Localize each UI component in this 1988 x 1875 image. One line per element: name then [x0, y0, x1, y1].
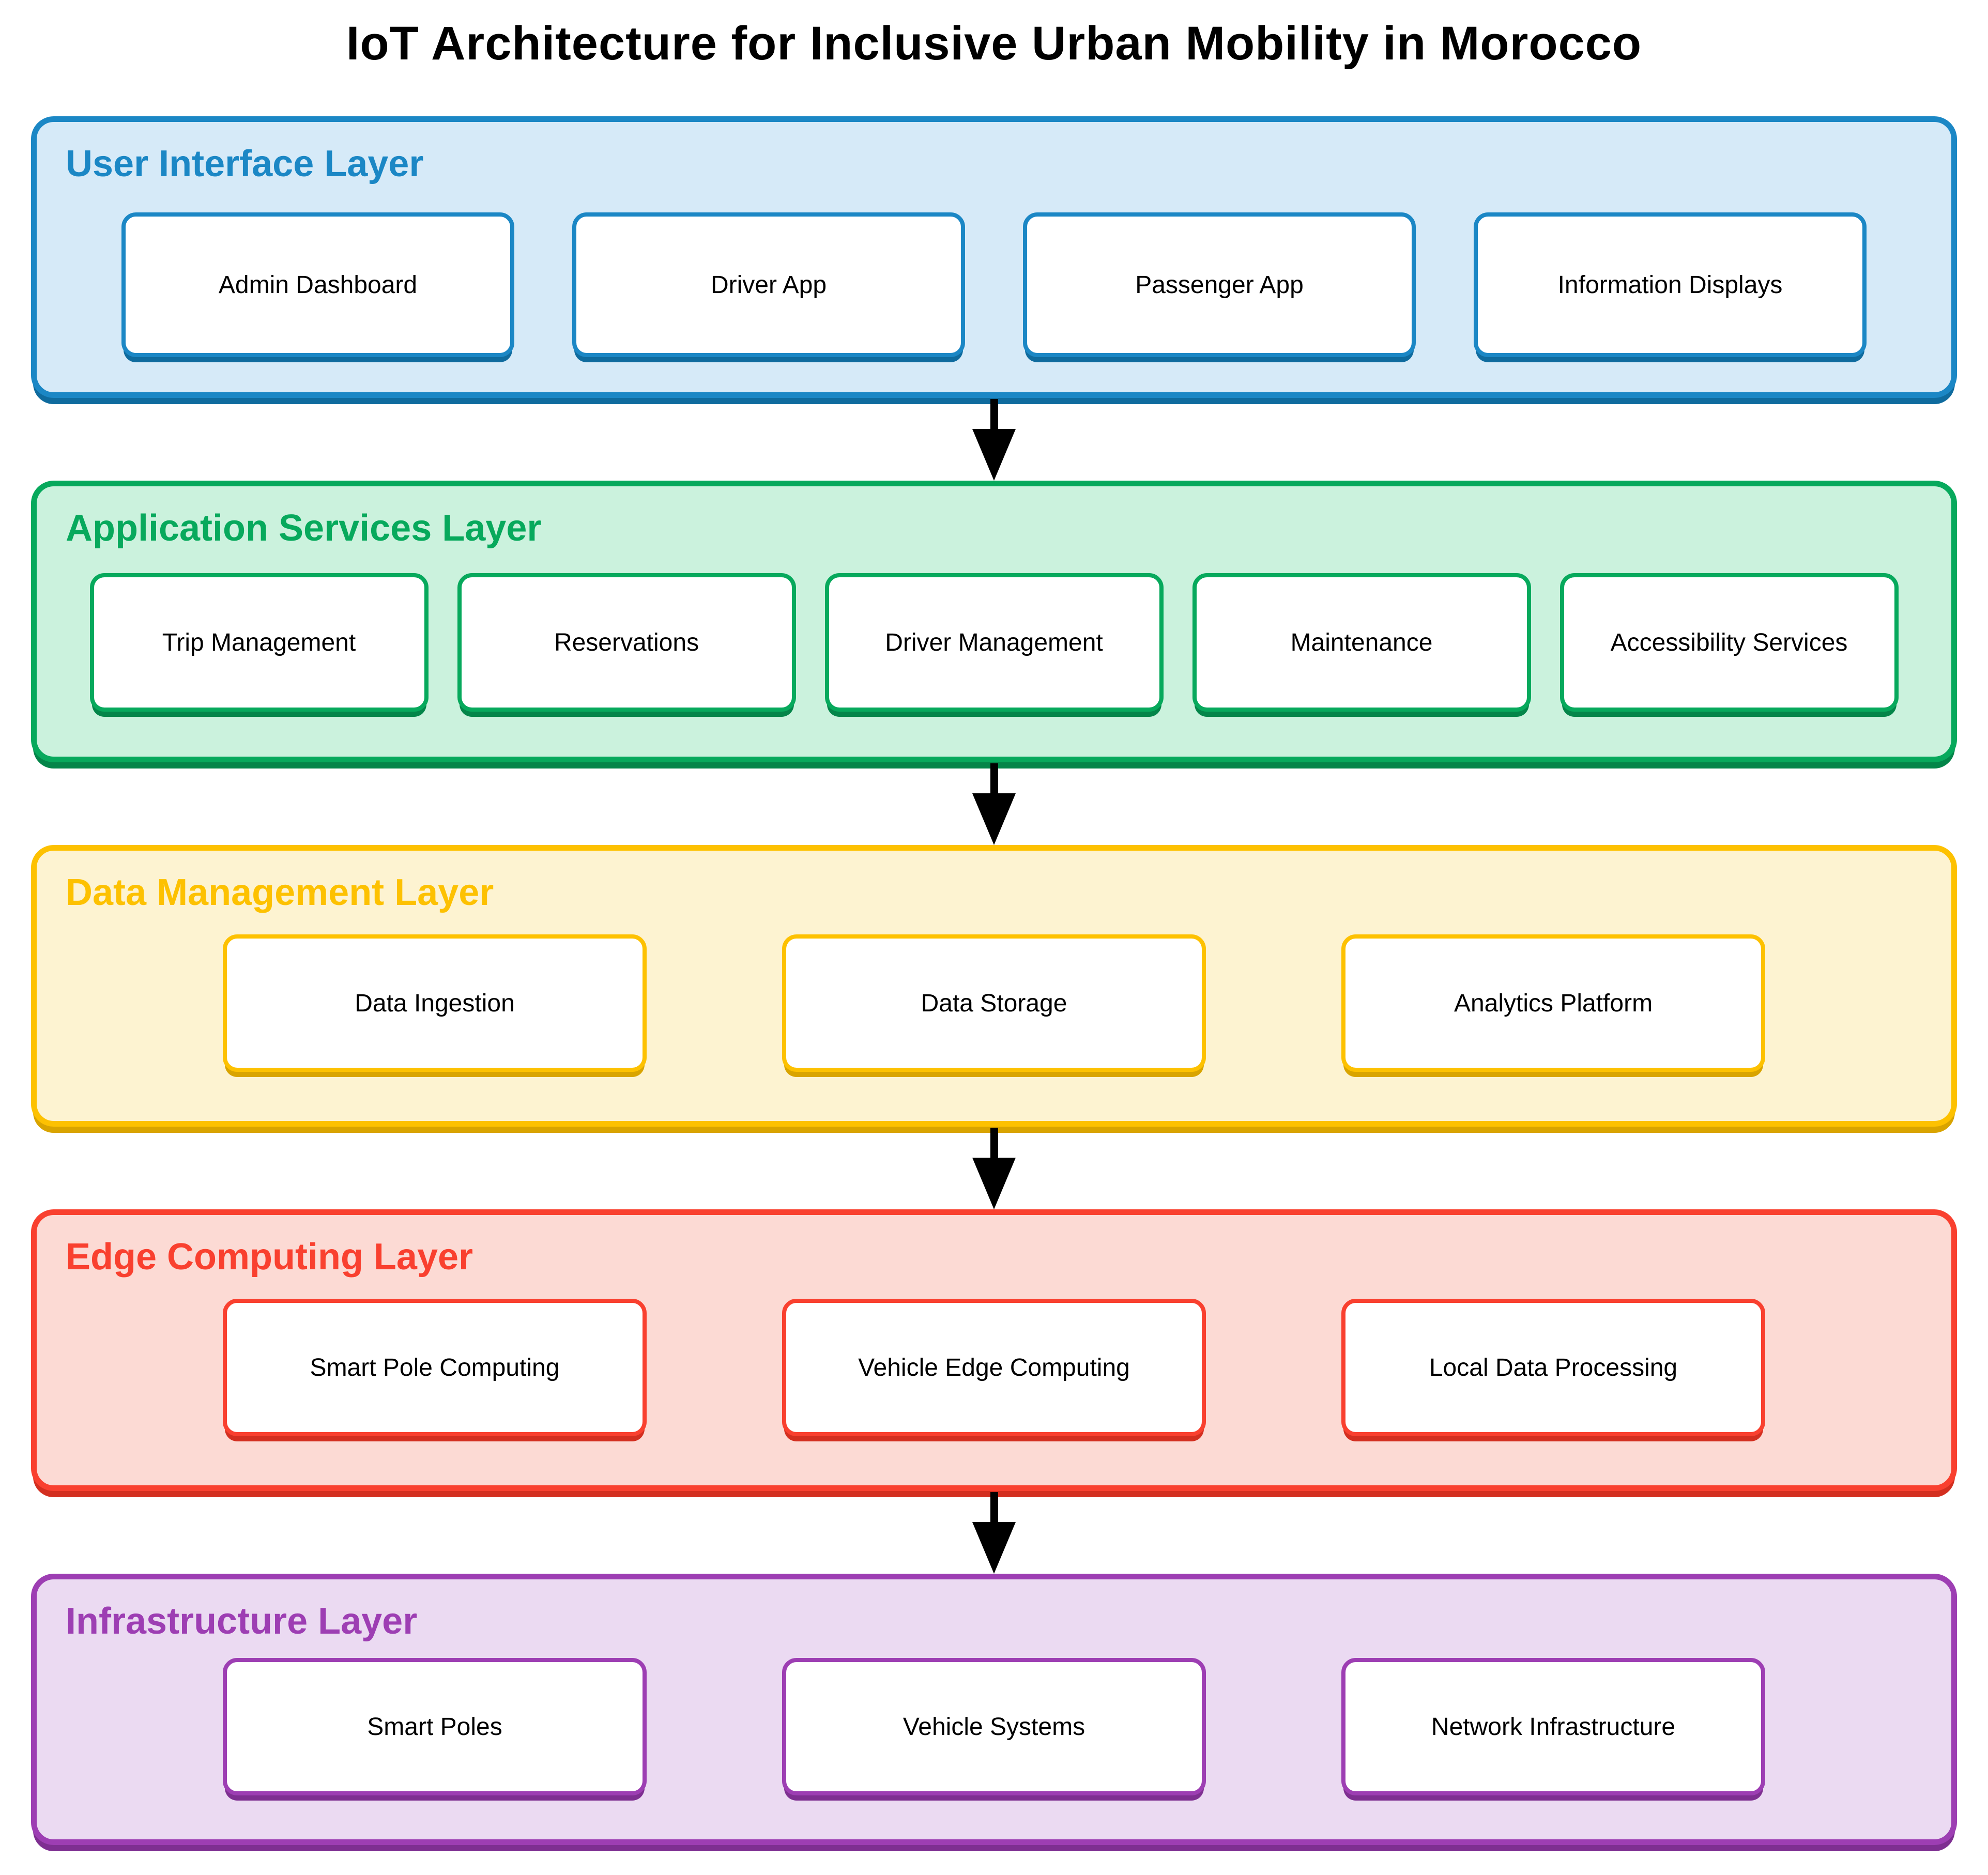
node-data-storage: Data Storage	[782, 934, 1206, 1072]
node-maintenance: Maintenance	[1192, 573, 1531, 712]
diagram-title: IoT Architecture for Inclusive Urban Mob…	[346, 17, 1642, 70]
arrow-head	[972, 793, 1016, 845]
node-information-displays: Information Displays	[1474, 212, 1867, 357]
node-local-data-processing: Local Data Processing	[1341, 1299, 1765, 1436]
arrow-stem	[990, 1128, 998, 1158]
layer-boxes: Smart Pole Computing Vehicle Edge Comput…	[42, 1299, 1946, 1436]
down-arrow-icon	[0, 763, 1988, 845]
node-admin-dashboard: Admin Dashboard	[121, 212, 514, 357]
node-driver-app: Driver App	[572, 212, 965, 357]
arrow-stem	[990, 399, 998, 429]
layer-boxes: Admin Dashboard Driver App Passenger App…	[42, 212, 1946, 357]
node-trip-management: Trip Management	[89, 573, 429, 712]
layer-title-edge-computing: Edge Computing Layer	[66, 1236, 473, 1278]
arrow-head	[972, 1522, 1016, 1574]
arrow-head	[972, 1158, 1016, 1209]
node-data-ingestion: Data Ingestion	[223, 934, 647, 1072]
layer-boxes: Smart Poles Vehicle Systems Network Infr…	[42, 1658, 1946, 1795]
layer-edge-computing: Edge Computing Layer Smart Pole Computin…	[31, 1209, 1957, 1491]
node-reservations: Reservations	[457, 573, 796, 712]
arrow-stem	[990, 1492, 998, 1522]
node-network-infrastructure: Network Infrastructure	[1341, 1658, 1765, 1795]
down-arrow-icon	[0, 1128, 1988, 1209]
layer-boxes: Trip Management Reservations Driver Mana…	[42, 573, 1946, 712]
node-analytics-platform: Analytics Platform	[1341, 934, 1765, 1072]
layer-user-interface: User Interface Layer Admin Dashboard Dri…	[31, 116, 1957, 398]
node-passenger-app: Passenger App	[1023, 212, 1416, 357]
node-vehicle-systems: Vehicle Systems	[782, 1658, 1206, 1795]
arrow-head	[972, 429, 1016, 481]
layer-application-services: Application Services Layer Trip Manageme…	[31, 481, 1957, 762]
arrow-stem	[990, 763, 998, 793]
node-smart-pole-computing: Smart Pole Computing	[223, 1299, 647, 1436]
node-accessibility-services: Accessibility Services	[1559, 573, 1899, 712]
node-driver-management: Driver Management	[824, 573, 1164, 712]
layer-data-management: Data Management Layer Data Ingestion Dat…	[31, 845, 1957, 1127]
layer-boxes: Data Ingestion Data Storage Analytics Pl…	[42, 934, 1946, 1072]
layer-infrastructure: Infrastructure Layer Smart Poles Vehicle…	[31, 1574, 1957, 1845]
node-vehicle-edge-computing: Vehicle Edge Computing	[782, 1299, 1206, 1436]
down-arrow-icon	[0, 1492, 1988, 1574]
node-smart-poles: Smart Poles	[223, 1658, 647, 1795]
layer-title-user-interface: User Interface Layer	[66, 143, 424, 185]
layer-title-application-services: Application Services Layer	[66, 508, 542, 549]
layer-title-infrastructure: Infrastructure Layer	[66, 1601, 418, 1642]
down-arrow-icon	[0, 399, 1988, 481]
layer-title-data-management: Data Management Layer	[66, 872, 494, 913]
